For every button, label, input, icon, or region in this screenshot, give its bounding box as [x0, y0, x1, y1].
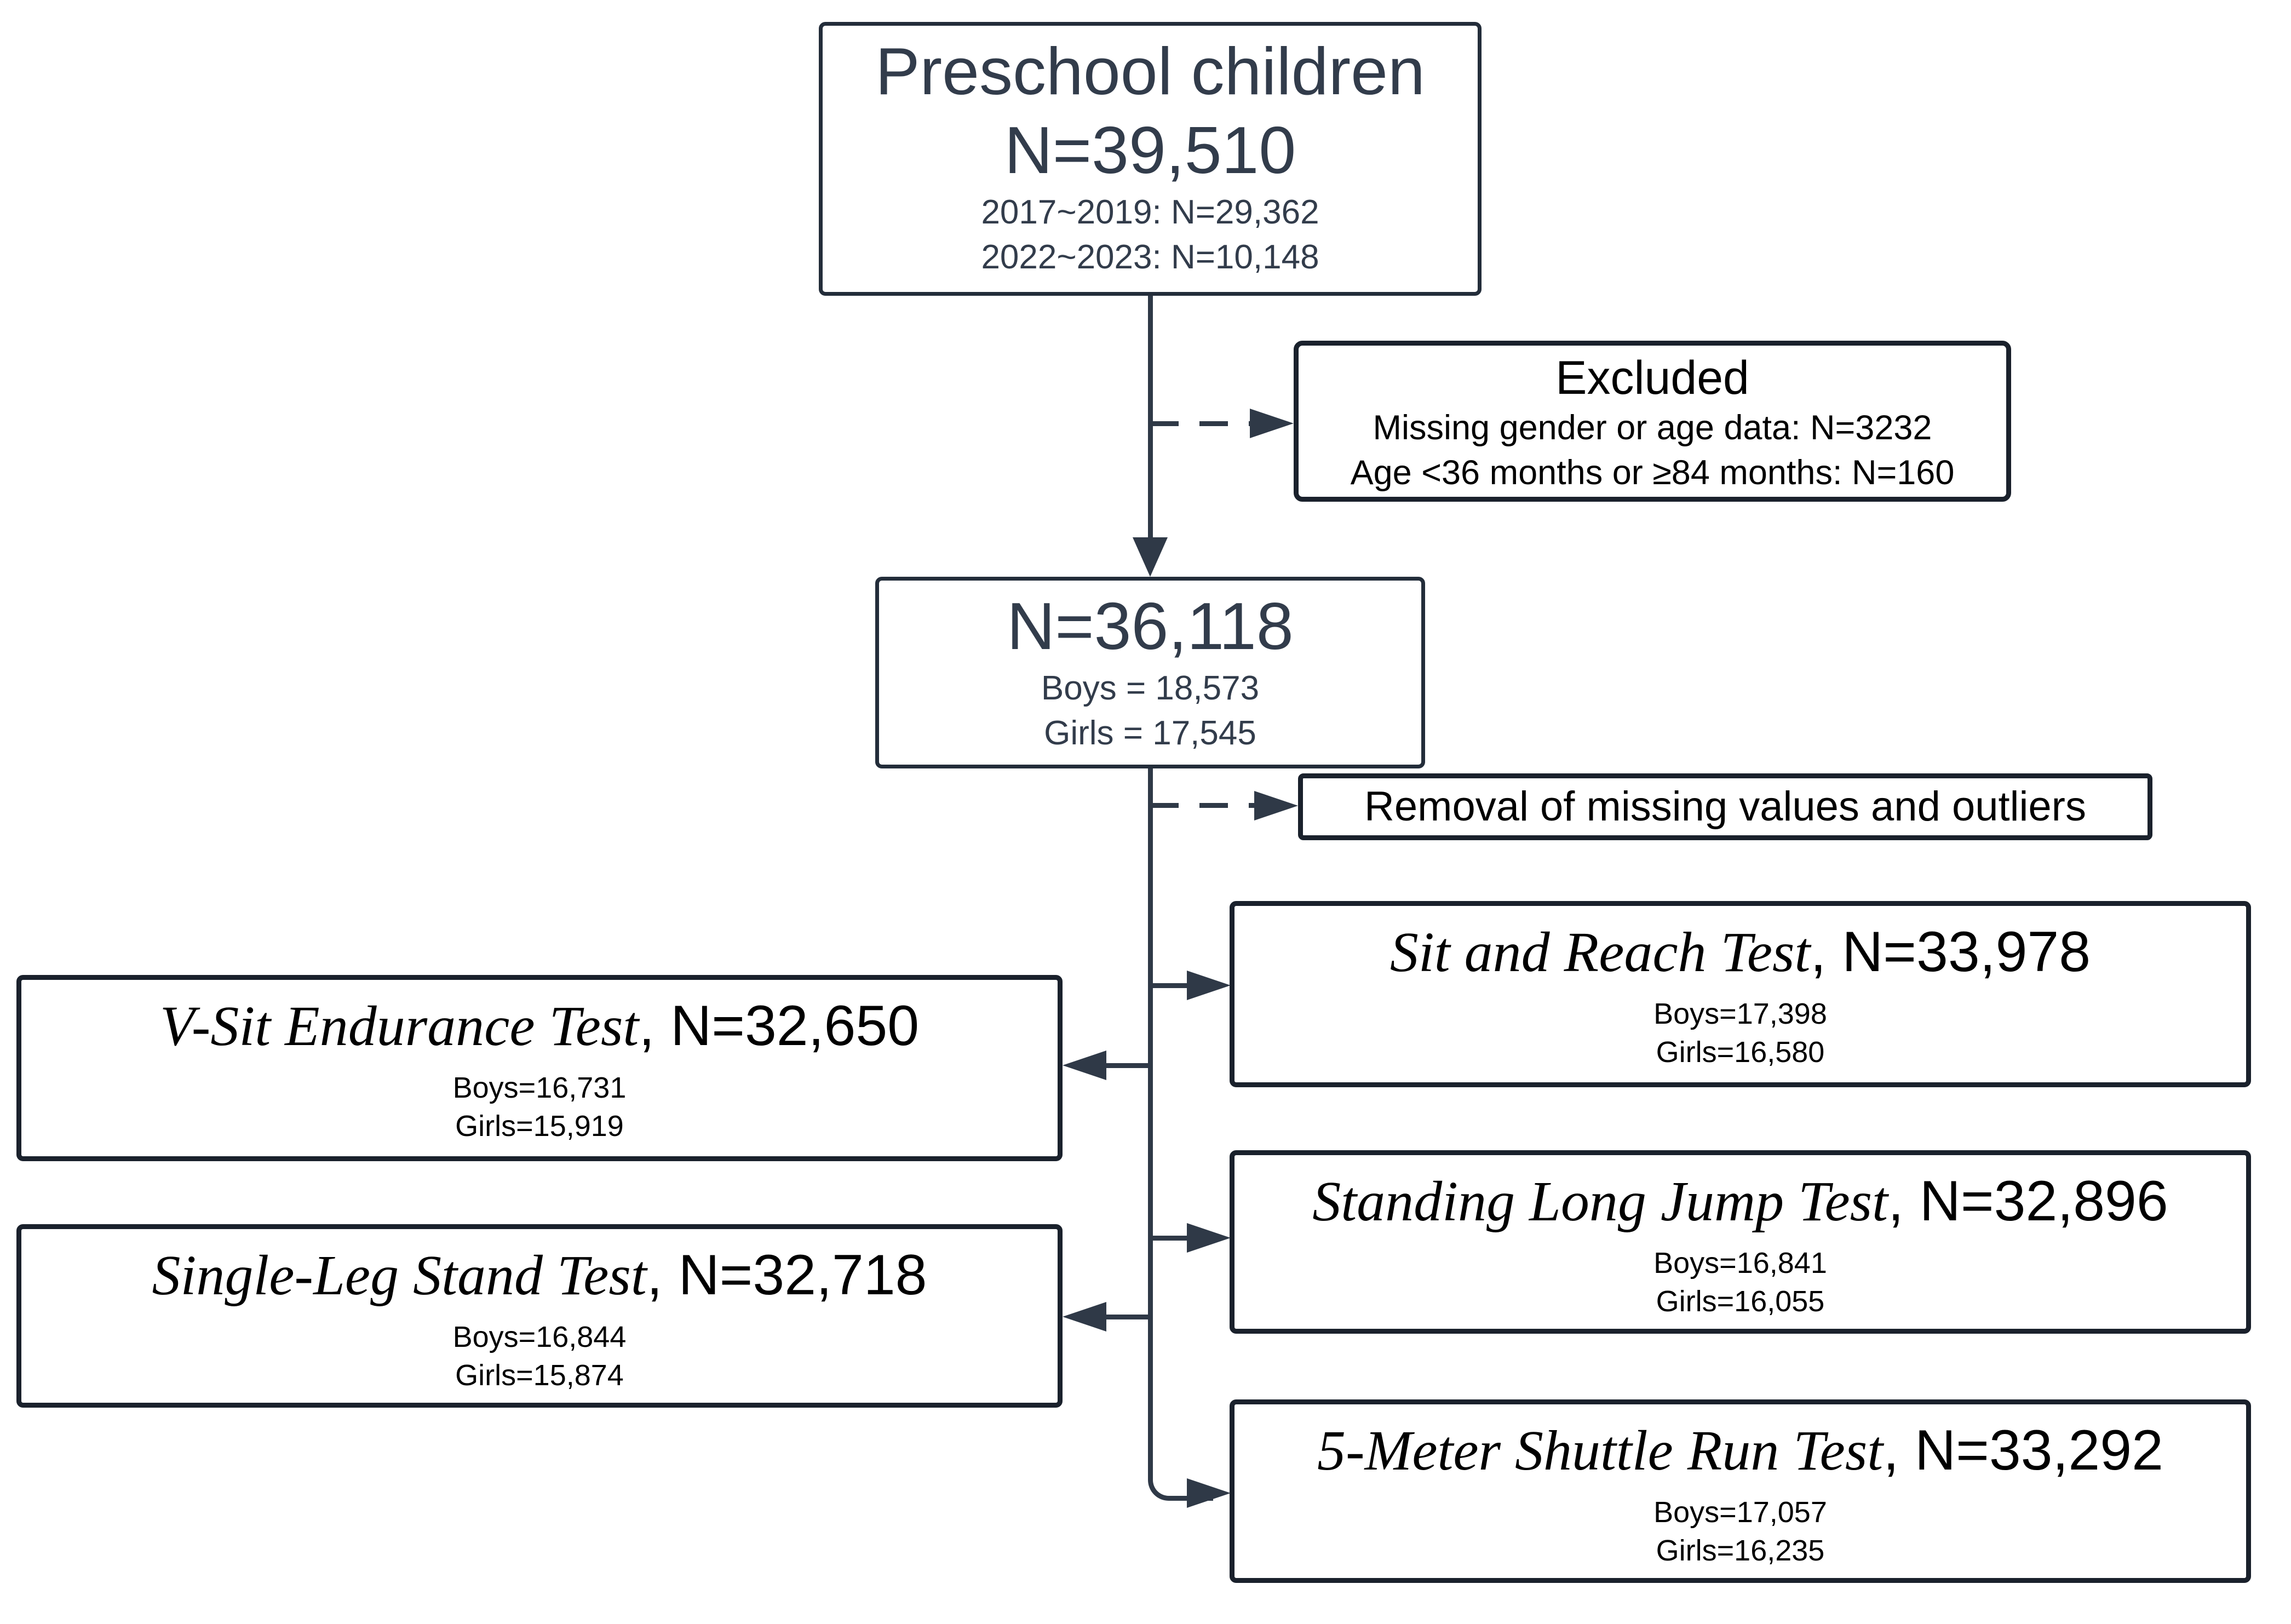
excluded-line-age: Age <36 months or ≥84 months: N=160 — [1350, 453, 1955, 492]
excluded-line-missing: Missing gender or age data: N=3232 — [1373, 408, 1932, 447]
shuttle-run-boys: Boys=17,057 — [1653, 1495, 1827, 1529]
arrowhead-left-v-sit — [1063, 1051, 1106, 1080]
v-sit-box: V-Sit Endurance Test, N=32,650 Boys=16,7… — [16, 975, 1063, 1161]
cohort-boys: Boys = 18,573 — [1041, 669, 1260, 707]
shuttle-run-girls: Girls=16,235 — [1656, 1534, 1825, 1567]
excluded-box: Excluded Missing gender or age data: N=3… — [1294, 341, 2011, 502]
sit-and-reach-box: Sit and Reach Test, N=33,978 Boys=17,398… — [1230, 901, 2251, 1087]
connector-v-sit — [1106, 1063, 1150, 1068]
standing-long-jump-girls: Girls=16,055 — [1656, 1284, 1825, 1318]
sit-and-reach-girls: Girls=16,580 — [1656, 1035, 1825, 1069]
single-leg-stand-title: Single-Leg Stand Test, N=32,718 — [21, 1229, 1058, 1310]
removal-box: Removal of missing values and outliers — [1298, 773, 2152, 840]
connector-cohort-to-tests — [1148, 768, 1213, 1501]
connector-preschool-to-cohort — [1148, 296, 1153, 540]
preschool-line-2022: 2022~2023: N=10,148 — [981, 238, 1319, 276]
connector-dashed-removal — [1150, 803, 1254, 808]
standing-long-jump-box: Standing Long Jump Test, N=32,896 Boys=1… — [1230, 1150, 2251, 1334]
v-sit-boys: Boys=16,731 — [452, 1071, 627, 1104]
standing-long-jump-n: , N=32,896 — [1887, 1169, 2168, 1233]
cohort-n: N=36,118 — [1007, 589, 1294, 663]
sit-and-reach-n: , N=33,978 — [1810, 920, 2091, 984]
v-sit-n: , N=32,650 — [639, 994, 920, 1058]
standing-long-jump-boys: Boys=16,841 — [1653, 1246, 1827, 1279]
standing-long-jump-title: Standing Long Jump Test, N=32,896 — [1235, 1155, 2246, 1236]
arrowhead-right-removal — [1254, 791, 1298, 820]
shuttle-run-name: 5-Meter Shuttle Run Test — [1317, 1419, 1884, 1482]
v-sit-name: V-Sit Endurance Test — [159, 995, 639, 1058]
shuttle-run-title: 5-Meter Shuttle Run Test, N=33,292 — [1235, 1404, 2246, 1485]
preschool-box: Preschool children N=39,510 2017~2019: N… — [819, 22, 1482, 296]
arrowhead-right-sit-and-reach — [1187, 971, 1231, 1000]
excluded-title: Excluded — [1555, 352, 1749, 404]
arrowhead-right-excluded — [1250, 409, 1294, 438]
single-leg-stand-box: Single-Leg Stand Test, N=32,718 Boys=16,… — [16, 1224, 1063, 1408]
cohort-box: N=36,118 Boys = 18,573 Girls = 17,545 — [875, 577, 1425, 768]
single-leg-stand-n: , N=32,718 — [646, 1243, 927, 1307]
preschool-n: N=39,510 — [1004, 112, 1296, 187]
connector-dashed-excluded — [1150, 421, 1250, 426]
sit-and-reach-name: Sit and Reach Test — [1389, 921, 1811, 984]
arrowhead-left-single-leg-stand — [1063, 1302, 1106, 1332]
standing-long-jump-name: Standing Long Jump Test — [1312, 1170, 1888, 1233]
preschool-line-2017: 2017~2019: N=29,362 — [981, 193, 1319, 231]
cohort-girls: Girls = 17,545 — [1044, 714, 1256, 752]
v-sit-girls: Girls=15,919 — [455, 1109, 624, 1143]
single-leg-stand-girls: Girls=15,874 — [455, 1358, 624, 1392]
preschool-title: Preschool children — [875, 34, 1425, 108]
single-leg-stand-boys: Boys=16,844 — [452, 1320, 627, 1353]
arrowhead-right-standing-long-jump — [1187, 1223, 1231, 1253]
sit-and-reach-boys: Boys=17,398 — [1653, 997, 1827, 1030]
connector-single-leg-stand — [1106, 1315, 1150, 1319]
arrowhead-right-shuttle-run — [1187, 1478, 1231, 1508]
removal-label: Removal of missing values and outliers — [1364, 783, 2086, 830]
connector-standing-long-jump — [1150, 1236, 1187, 1241]
single-leg-stand-name: Single-Leg Stand Test — [152, 1244, 647, 1307]
shuttle-run-box: 5-Meter Shuttle Run Test, N=33,292 Boys=… — [1230, 1399, 2251, 1583]
arrowhead-down-cohort — [1133, 537, 1168, 577]
shuttle-run-n: , N=33,292 — [1883, 1419, 2163, 1482]
sit-and-reach-title: Sit and Reach Test, N=33,978 — [1235, 906, 2246, 987]
v-sit-title: V-Sit Endurance Test, N=32,650 — [21, 980, 1058, 1061]
connector-sit-and-reach — [1150, 983, 1187, 988]
